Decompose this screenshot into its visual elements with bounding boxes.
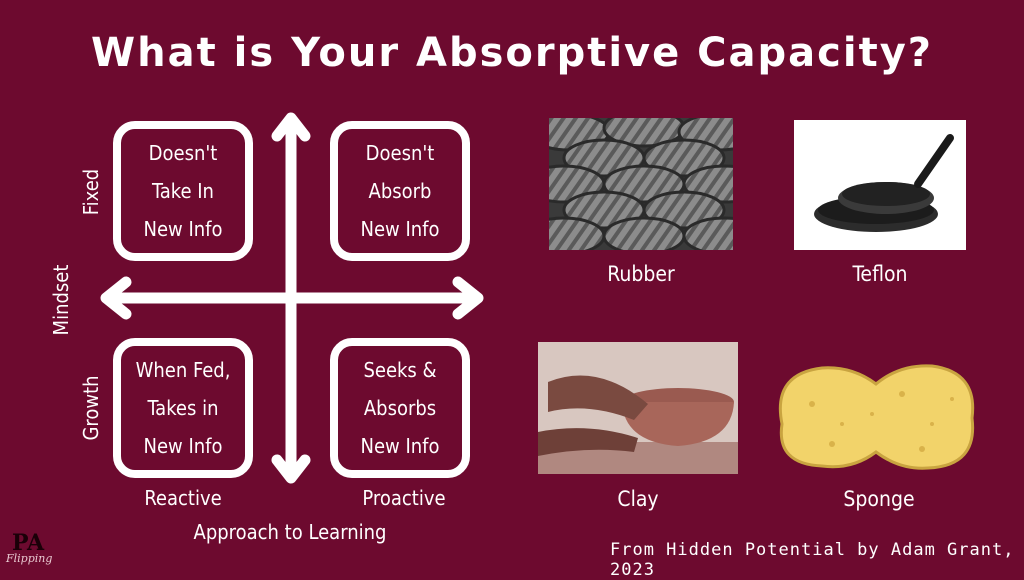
arrow-right-icon xyxy=(452,276,484,320)
quadrant-line: When Fed, xyxy=(135,358,231,382)
quadrant-line: Take In xyxy=(152,179,214,203)
quadrant-line: New Info xyxy=(360,217,440,241)
quadrant-line: Absorb xyxy=(368,179,432,203)
page-title: What is Your Absorptive Capacity? xyxy=(91,30,933,76)
quadrant-growth-proactive: Seeks & Absorbs New Info xyxy=(330,338,470,478)
quadrant-line: Doesn't xyxy=(365,141,435,165)
rubber-caption: Rubber xyxy=(607,262,675,286)
quadrant-fixed-proactive: Doesn't Absorb New Info xyxy=(330,121,470,261)
sponge-image xyxy=(772,354,980,476)
quadrant-line: Doesn't xyxy=(148,141,218,165)
quadrant-line: Absorbs xyxy=(363,396,437,420)
teflon-image xyxy=(794,120,966,250)
y-axis-label: Mindset xyxy=(49,264,73,336)
quadrant-line: Seeks & xyxy=(363,358,437,382)
quadrant-line: Takes in xyxy=(147,396,219,420)
logo: PA Flipping xyxy=(6,530,58,570)
quadrant-line: New Info xyxy=(143,217,223,241)
quadrant-growth-reactive: When Fed, Takes in New Info xyxy=(113,338,253,478)
arrow-left-icon xyxy=(100,276,132,320)
quadrant-fixed-reactive: Doesn't Take In New Info xyxy=(113,121,253,261)
quadrant-line: New Info xyxy=(143,434,223,458)
quadrant-line: New Info xyxy=(360,434,440,458)
source-citation: From Hidden Potential by Adam Grant, 202… xyxy=(610,540,1015,580)
x-axis-left-label: Reactive xyxy=(144,486,222,510)
arrow-up-icon xyxy=(271,112,311,142)
clay-image xyxy=(538,342,738,474)
logo-script: Flipping xyxy=(6,552,53,565)
arrow-down-icon xyxy=(271,454,311,484)
x-axis-label: Approach to Learning xyxy=(193,520,387,544)
y-axis-bottom-label: Growth xyxy=(79,375,103,441)
y-axis-top-label: Fixed xyxy=(79,168,103,216)
rubber-image xyxy=(549,118,733,250)
clay-caption: Clay xyxy=(617,487,659,511)
x-axis-right-label: Proactive xyxy=(362,486,446,510)
teflon-caption: Teflon xyxy=(852,262,908,286)
logo-letters: PA xyxy=(12,530,45,556)
sponge-caption: Sponge xyxy=(843,487,915,511)
